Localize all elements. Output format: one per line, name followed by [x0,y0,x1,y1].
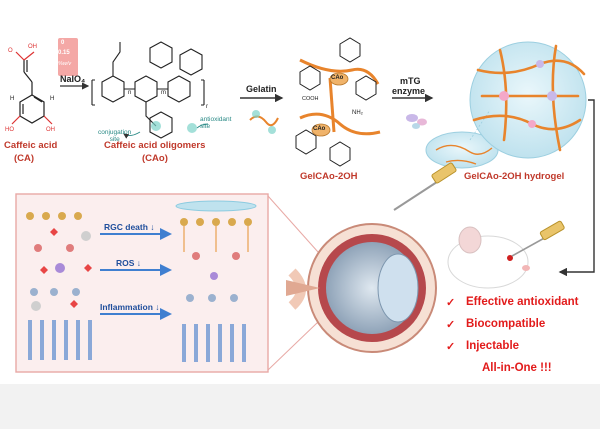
effect-ros: ROS ↓ [116,258,142,268]
ca-o-text: O [8,48,13,54]
treated-retina [175,200,257,362]
benefit-all-in-one: All-in-One !!! [482,362,552,374]
benefit-injectable: Injectable [466,340,520,352]
gelcao-name: GelCAo-2OH [300,171,358,182]
enzyme-blob-1 [406,114,418,122]
conjugation-arrow [123,131,141,139]
naio4-unit: %w/v [58,61,72,67]
gelcao-cooh: COOH [302,96,319,102]
caffeic-acid-structure [11,51,53,125]
effect-inflammation: Inflammation ↓ [100,302,160,312]
check-icon-3: ✓ [446,341,456,353]
sub-m: m [161,90,166,96]
naio4-vial [58,38,78,76]
antioxidant-site-marker [187,123,197,133]
sub-n: n [128,90,131,96]
cao-badge-2-text: CAo [313,126,326,132]
conjugation-site-marker [151,121,161,131]
cao-abbrev: (CAo) [142,153,168,164]
antioxidant-site-label: antioxidant site [200,116,232,130]
mouse-illustration [447,226,530,289]
conjugation-site-label: conjugation site [98,129,132,143]
gelcao-nh2: NH₂ [352,110,363,116]
check-icon-2: ✓ [446,319,456,331]
gelatin-label: Gelatin [246,84,277,94]
cao-badge-2 [311,123,331,137]
hydrogel-name: GelCAo-2OH hydrogel [464,171,565,182]
benefit-antioxidant: Effective antioxidant [466,296,579,308]
ca-ho-text: HO [5,127,14,133]
zoom-line-top [267,195,319,253]
ca-h-text: H [50,96,54,102]
eye-cross-section [286,223,437,353]
eye-syringe [431,162,457,184]
ca-name: Caffeic acid [4,140,58,151]
ca-oh2-text: OH [46,127,55,133]
benefit-biocompatible: Biocompatible [466,318,546,330]
naio4-ratio-0: 0 [61,40,65,46]
naio4-reagent: NaIO₄ [60,74,86,84]
cao-name: Caffeic acid oligomers [104,140,206,151]
antioxidant-arrow [196,123,209,129]
damaged-retina [26,212,92,360]
ca-h2-text: H [10,96,14,102]
flow-connector-arrow [558,99,595,277]
effect-rgc: RGC death ↓ [104,222,155,232]
mouse-needle [511,235,549,257]
retina-inset-panel [15,193,269,373]
zoom-line-bottom [267,321,319,371]
enzyme-label: enzyme [392,86,426,96]
eye-needle [393,179,441,211]
naio4-ratio-1: 0.15 [58,50,70,56]
sub-r: r [206,104,208,110]
enzyme-blob-3 [412,123,420,129]
enzyme-blob-2 [417,118,427,126]
cao-badge-1-text: CAo [331,75,344,81]
hydrogel-drop-network [435,144,493,165]
mtg-label: mTG [400,76,421,86]
ca-abbrev: (CA) [14,153,35,164]
hydrogel-zoom-sphere [469,41,587,159]
check-icon-1: ✓ [446,297,456,309]
mouse-syringe [539,220,565,241]
gelcao-structure [295,37,381,167]
cao-badge-1 [329,72,349,86]
hydrogel-nodes [499,60,557,128]
ca-oh-text: OH [28,44,37,50]
